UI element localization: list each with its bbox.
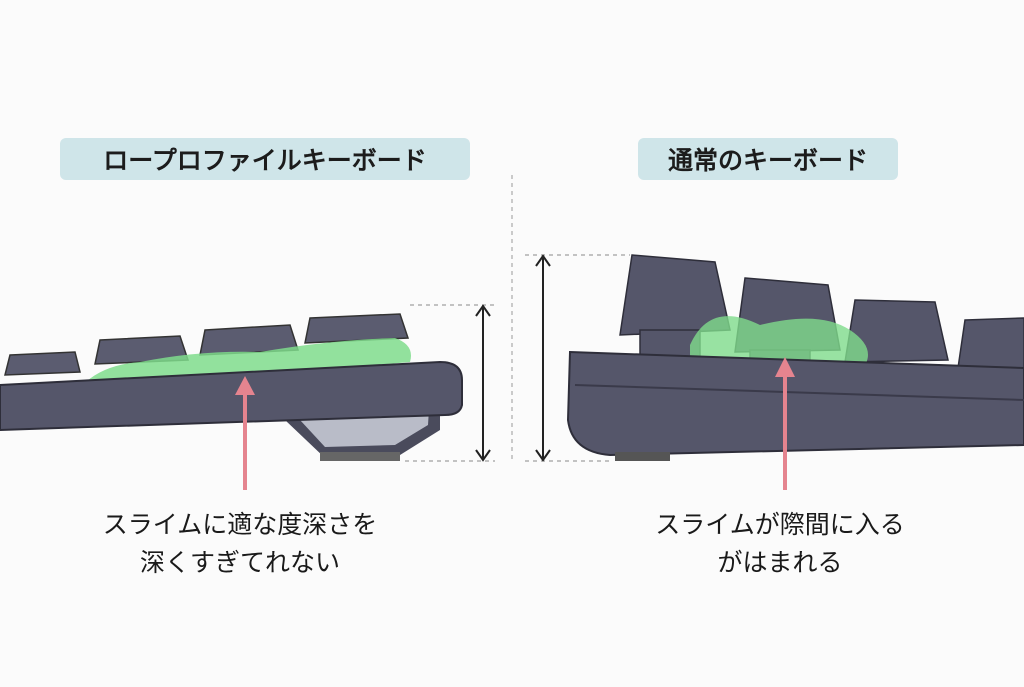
low-profile-title: ロープロファイルキーボード	[60, 138, 470, 180]
regular-height-marker	[525, 254, 630, 462]
regular-caption: スライムが際間に入る がはまれる	[590, 506, 970, 582]
low-profile-caption: スライムに適な度深さを 深くすぎてれない	[40, 506, 440, 582]
caption-line: スライムが際間に入る	[655, 510, 905, 539]
caption-line: 深くすぎてれない	[139, 548, 340, 577]
caption-line: スライムに適な度深さを	[102, 510, 378, 539]
regular-keyboard	[566, 254, 1024, 461]
left-pointer-arrow	[235, 376, 255, 490]
regular-title: 通常のキーボード	[638, 138, 898, 180]
low-profile-keyboard	[0, 313, 463, 461]
caption-line: がはまれる	[717, 548, 843, 577]
right-pointer-arrow	[775, 357, 795, 490]
low-profile-height-marker	[405, 304, 495, 462]
